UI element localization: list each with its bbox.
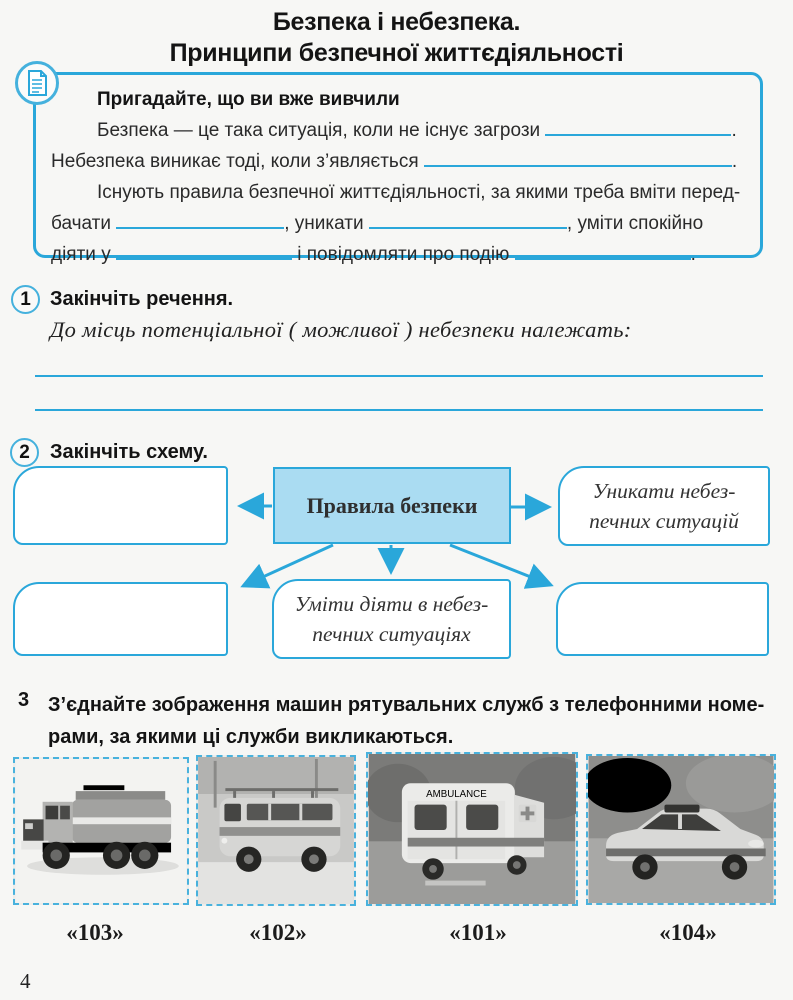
ambulance-label: AMBULANCE	[426, 789, 487, 800]
scheme-box-right: Уникати небез- печних ситуацій	[558, 466, 770, 546]
phone-number-103[interactable]: «103»	[66, 920, 124, 945]
page-title-line1: Безпека і небезпека.	[272, 8, 521, 36]
scheme-box-bottom-left-empty[interactable]	[13, 582, 228, 656]
page-title: Безпека і небезпека. Принципи безпечної …	[0, 7, 793, 68]
fill-in-blank[interactable]	[115, 243, 292, 260]
page-number: 4	[20, 969, 31, 993]
answer-line[interactable]	[35, 409, 763, 411]
recall-sentence-1: Безпека — це така ситуація, коли не існу…	[97, 119, 737, 141]
recall-sentence-2: Небезпека виникає тоді, коли з’являється…	[51, 150, 738, 172]
exercise-3-number: 3	[18, 689, 30, 711]
scheme-box-bottom-center: Уміти діяти в небез- печних ситуаціях	[272, 579, 511, 659]
exercise-1-prompt: До місць потенціальної ( можливої ) небе…	[50, 317, 632, 342]
recall-sentence-3: Існують правила безпечної життєдіяльност…	[97, 182, 741, 203]
exercise-1-number: 1	[11, 285, 40, 314]
phone-number-104[interactable]: «104»	[659, 920, 717, 945]
fire-truck-image	[15, 759, 187, 903]
police-car-image	[588, 756, 774, 903]
scheme-box-bottom-center-text: Уміти діяти в небез- печних ситуаціях	[294, 591, 489, 646]
fill-in-blank[interactable]	[545, 119, 732, 136]
fill-in-blank[interactable]	[423, 150, 732, 167]
recall-box: Пригадайте, що ви вже вивчили Безпека — …	[15, 61, 763, 265]
scheme-box-bottom-right-empty[interactable]	[556, 582, 769, 656]
phone-number-101[interactable]: «101»	[449, 920, 507, 945]
document-icon	[15, 61, 59, 105]
exercise-3-heading: З’єднайте зображення машин рятувальних с…	[48, 694, 765, 748]
fill-in-blank[interactable]	[514, 243, 691, 260]
scheme-box-left-empty[interactable]	[13, 466, 228, 545]
fill-in-blank[interactable]	[116, 212, 285, 229]
recall-sentence-4: бачати , уникати , уміти спокійно	[51, 212, 704, 234]
scheme-box-center: Правила безпеки	[273, 467, 511, 544]
ambulance-image: AMBULANCE	[368, 754, 576, 904]
police-car-photo[interactable]	[586, 754, 776, 905]
ambulance-photo[interactable]: AMBULANCE	[366, 752, 578, 906]
exercise-2-number: 2	[10, 438, 39, 467]
phone-number-102[interactable]: «102»	[249, 920, 307, 945]
service-van-photo[interactable]	[196, 755, 356, 906]
exercise-1-heading: Закінчіть речення.	[50, 288, 234, 310]
scheme-box-right-text: Уникати небез- печних ситуацій	[589, 478, 739, 533]
page-title-line2: Принципи безпечної життєдіяльності	[169, 38, 624, 67]
fill-in-blank[interactable]	[368, 212, 567, 229]
recall-text: Пригадайте, що ви вже вивчили Безпека — …	[51, 84, 753, 270]
fire-truck-photo[interactable]	[13, 757, 189, 905]
service-van-image	[198, 757, 354, 904]
recall-heading: Пригадайте, що ви вже вивчили	[97, 89, 400, 110]
answer-line[interactable]	[35, 375, 763, 377]
recall-sentence-5: діяти у і повідомляти про подію .	[51, 243, 696, 265]
exercise-2-heading: Закінчіть схему.	[50, 441, 208, 463]
